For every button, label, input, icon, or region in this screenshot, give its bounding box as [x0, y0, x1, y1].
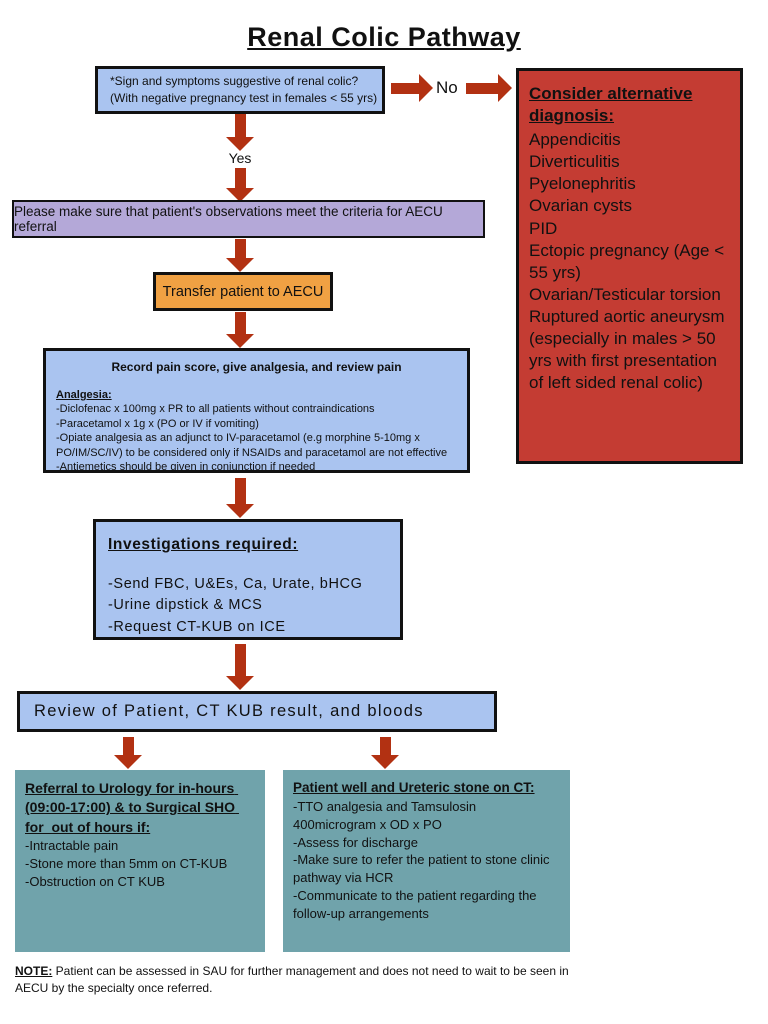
alt-diagnosis-item: Appendicitis	[529, 130, 621, 150]
no-label: No	[436, 78, 458, 97]
alt-diagnosis-item: PID	[529, 218, 558, 238]
symptom-question-box: *Sign and symptoms suggestive of renal c…	[95, 66, 385, 114]
symptom-line-2: (With negative pregnancy test in females…	[110, 91, 378, 105]
discharge-item: -TTO analgesia and Tamsulosin 400microgr…	[293, 798, 477, 832]
transfer-text: Transfer patient to AECU	[162, 283, 324, 300]
pain-box-title: Record pain score, give analgesia, and r…	[111, 360, 402, 374]
no-arrow-2-icon	[466, 74, 512, 102]
alt-diagnosis-item: Pyelonephritis	[529, 174, 636, 194]
down-arrow-icon	[226, 239, 254, 272]
review-box: Review of Patient, CT KUB result, and bl…	[17, 691, 497, 732]
analgesia-item: -Paracetamol x 1g x (PO or IV if vomitin…	[56, 417, 259, 430]
down-arrow-icon	[226, 478, 254, 518]
urology-referral-title: Referral to Urology for in-hours (09:00-…	[25, 780, 239, 835]
urology-criterion: -Stone more than 5mm on CT-KUB	[25, 855, 228, 871]
alt-diagnosis-item: Ruptured aortic aneurysm (especially in …	[529, 306, 725, 393]
investigations-box: Investigations required: -Send FBC, U&Es…	[93, 519, 403, 640]
footnote-text: Patient can be assessed in SAU for furth…	[15, 964, 569, 995]
down-arrow-icon	[226, 168, 254, 202]
no-arrow-1-icon	[391, 74, 433, 102]
down-arrow-icon	[114, 737, 142, 769]
footnote: NOTE: Patient can be assessed in SAU for…	[15, 963, 575, 997]
page-title: Renal Colic Pathway	[247, 22, 521, 52]
observations-text: Please make sure that patient's observat…	[14, 204, 443, 234]
alt-diagnosis-item: Ovarian/Testicular torsion	[529, 284, 721, 304]
analgesia-subtitle: Analgesia:	[56, 388, 112, 401]
urology-criterion: -Obstruction on CT KUB	[25, 873, 165, 889]
pain-score-analgesia-box: Record pain score, give analgesia, and r…	[43, 348, 470, 473]
analgesia-item: -Opiate analgesia as an adjunct to IV-pa…	[56, 432, 448, 459]
alt-diagnosis-item: Ovarian cysts	[529, 196, 632, 216]
urology-criterion: -Intractable pain	[25, 837, 119, 853]
yes-label: Yes	[228, 150, 252, 166]
discharge-pathway-box: Patient well and Ureteric stone on CT: -…	[283, 770, 570, 952]
down-arrow-icon	[226, 114, 254, 151]
analgesia-item: -Antiemetics should be given in conjunct…	[56, 461, 316, 474]
discharge-title: Patient well and Ureteric stone on CT:	[293, 780, 535, 795]
investigation-item: -Urine dipstick & MCS	[108, 597, 263, 614]
footnote-label: NOTE:	[15, 964, 53, 978]
investigation-item: -Request CT-KUB on ICE	[108, 618, 286, 635]
analgesia-item: -Diclofenac x 100mg x PR to all patients…	[56, 403, 375, 416]
symptom-line-1: *Sign and symptoms suggestive of renal c…	[110, 73, 359, 88]
alt-diagnosis-item: Diverticulitis	[529, 152, 620, 172]
discharge-item: -Communicate to the patient regarding th…	[293, 888, 537, 922]
investigations-title: Investigations required:	[108, 536, 299, 553]
down-arrow-icon	[371, 737, 399, 769]
urology-referral-box: Referral to Urology for in-hours (09:00-…	[15, 770, 265, 952]
alternative-diagnosis-box: Consider alternative diagnosis: Appendic…	[516, 68, 743, 464]
discharge-item: -Assess for discharge	[293, 834, 418, 850]
review-text: Review of Patient, CT KUB result, and bl…	[34, 702, 424, 720]
transfer-to-aecu-box: Transfer patient to AECU	[153, 272, 333, 311]
alt-diagnosis-item: Ectopic pregnancy (Age < 55 yrs)	[529, 240, 725, 282]
investigation-item: -Send FBC, U&Es, Ca, Urate, bHCG	[108, 576, 363, 593]
observations-criteria-box: Please make sure that patient's observat…	[12, 200, 485, 238]
alternative-diagnosis-title: Consider alternative diagnosis:	[529, 84, 693, 126]
discharge-item: -Make sure to refer the patient to stone…	[293, 852, 550, 886]
down-arrow-icon	[226, 644, 254, 690]
down-arrow-icon	[226, 312, 254, 348]
